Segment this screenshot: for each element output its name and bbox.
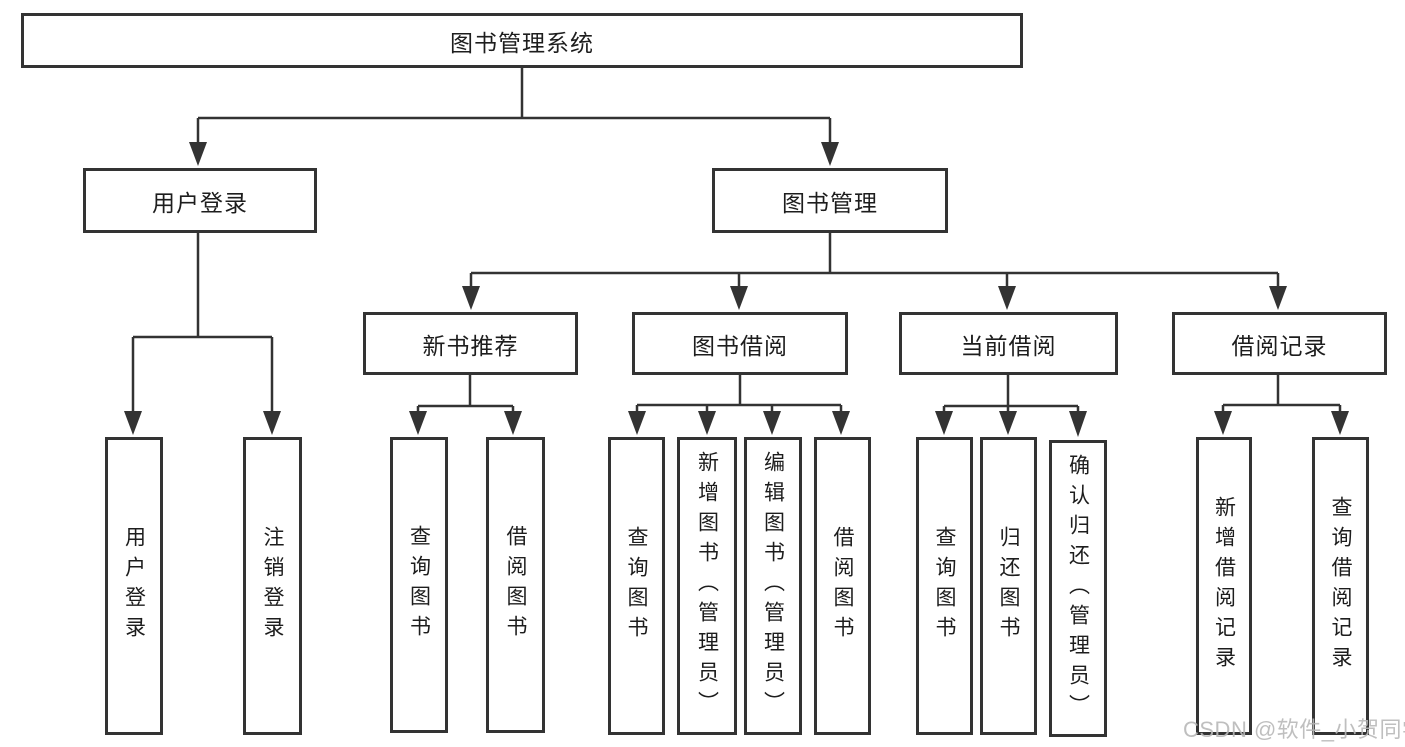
- leaf-edit-books-admin-label: 编辑图书（管理员）: [761, 451, 785, 721]
- leaf-add-borrow-record: 新增借阅记录: [1196, 437, 1252, 735]
- connector-new-book-branch: [416, 375, 515, 416]
- leaf-user-login: 用户登录: [105, 437, 163, 735]
- leaf-borrow-books: 借阅图书: [814, 437, 871, 735]
- leaf-query-books-current-label: 查询图书: [933, 526, 956, 646]
- node-book-management-label: 图书管理: [782, 189, 878, 216]
- node-borrow-records-label: 借阅记录: [1231, 332, 1328, 359]
- leaf-confirm-return-admin: 确认归还（管理员）: [1049, 440, 1107, 737]
- leaf-logout-label: 注销登录: [261, 526, 284, 646]
- connector-borrow-records-branch: [1221, 375, 1342, 416]
- node-book-management: 图书管理: [712, 168, 948, 233]
- leaf-query-books-recommend: 查询图书: [390, 437, 448, 733]
- leaf-query-books-current: 查询图书: [916, 437, 973, 735]
- node-user-login-label: 用户登录: [152, 189, 248, 216]
- leaf-user-login-label: 用户登录: [122, 526, 146, 646]
- leaf-add-books-admin-label: 新增图书（管理员）: [695, 451, 719, 721]
- node-current-borrow: 当前借阅: [899, 312, 1118, 375]
- connector-root-to-level2: [196, 68, 832, 146]
- leaf-borrow-books-recommend: 借阅图书: [486, 437, 545, 733]
- connector-user-login-branch: [131, 233, 274, 416]
- node-book-borrow-label: 图书借阅: [692, 332, 788, 359]
- leaf-borrow-books-label: 借阅图书: [831, 526, 854, 646]
- node-new-book-recommend-label: 新书推荐: [422, 332, 519, 359]
- leaf-add-borrow-record-label: 新增借阅记录: [1212, 496, 1236, 676]
- connector-book-borrow-branch: [635, 375, 843, 416]
- csdn-watermark: CSDN @软件_小贺同学: [1183, 717, 1405, 742]
- leaf-query-borrow-record-label: 查询借阅记录: [1329, 496, 1352, 676]
- leaf-borrow-books-recommend-label: 借阅图书: [504, 525, 527, 645]
- node-user-login: 用户登录: [83, 168, 317, 233]
- node-new-book-recommend: 新书推荐: [363, 312, 578, 375]
- leaf-add-books-admin: 新增图书（管理员）: [677, 437, 737, 735]
- leaf-confirm-return-admin-label: 确认归还（管理员）: [1066, 453, 1090, 724]
- node-root-system: 图书管理系统: [21, 13, 1023, 68]
- leaf-edit-books-admin: 编辑图书（管理员）: [744, 437, 802, 735]
- leaf-return-books: 归还图书: [980, 437, 1037, 735]
- node-borrow-records: 借阅记录: [1172, 312, 1387, 375]
- leaf-return-books-label: 归还图书: [997, 526, 1020, 646]
- connector-current-borrow-branch: [942, 375, 1080, 416]
- leaf-query-borrow-record: 查询借阅记录: [1312, 437, 1369, 735]
- leaf-logout: 注销登录: [243, 437, 302, 735]
- leaf-query-books-borrow-label: 查询图书: [625, 526, 648, 646]
- node-book-borrow: 图书借阅: [632, 312, 848, 375]
- node-root-label: 图书管理系统: [450, 29, 594, 56]
- node-current-borrow-label: 当前借阅: [960, 332, 1057, 359]
- connector-book-mgmt-branch: [469, 233, 1280, 290]
- leaf-query-books-borrow: 查询图书: [608, 437, 665, 735]
- leaf-query-books-recommend-label: 查询图书: [407, 525, 431, 645]
